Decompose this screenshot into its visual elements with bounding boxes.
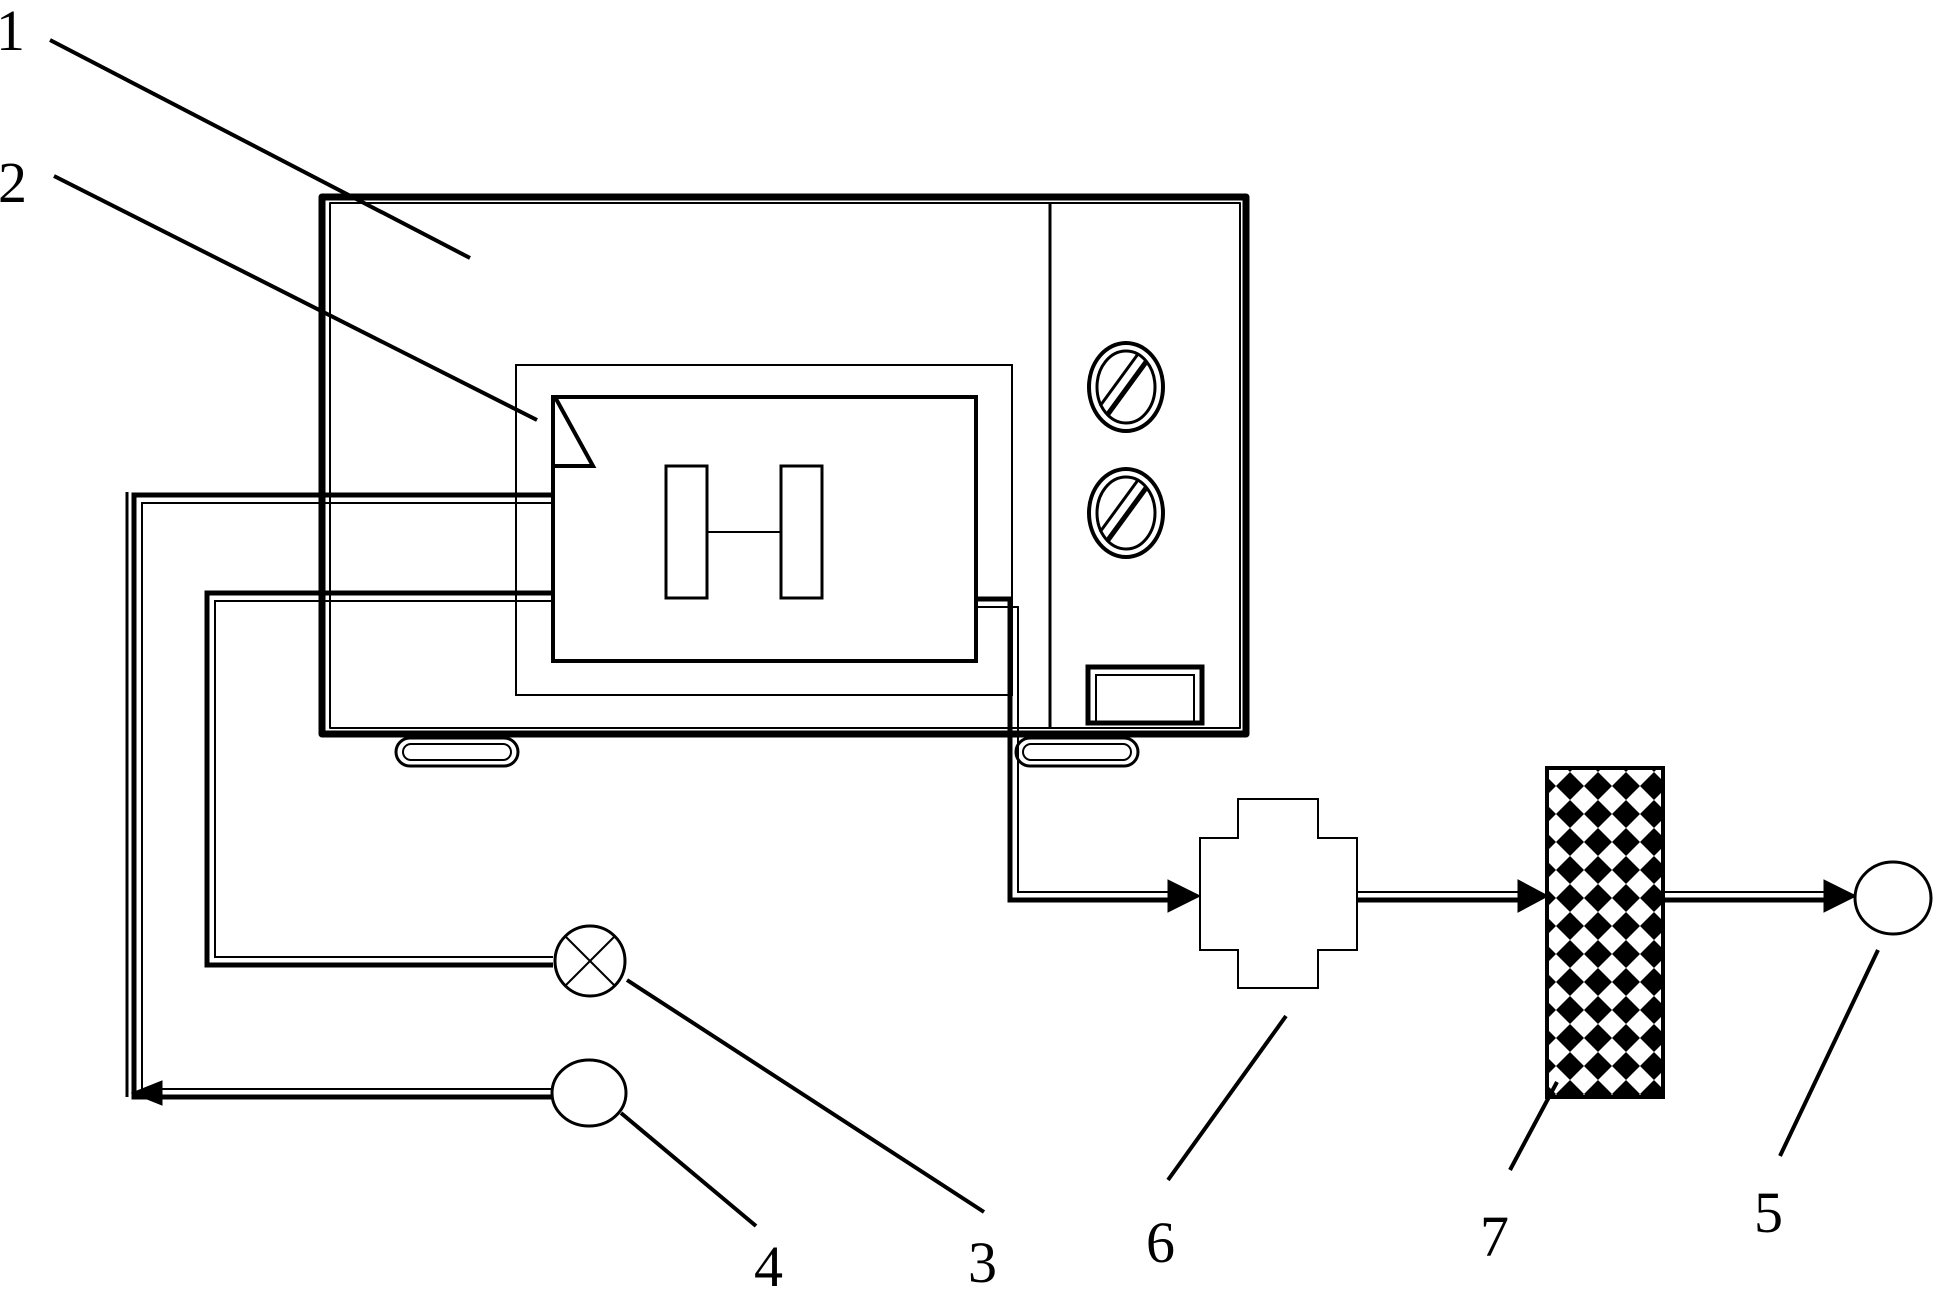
outlet-5 [1853,860,1933,936]
pipe-6-7 [1358,879,1550,913]
leader-7 [1508,1081,1559,1171]
panel-display [1085,664,1205,726]
leader-6 [1166,1014,1288,1182]
vessel-6 [1199,798,1358,989]
leader-lines [49,38,1880,1228]
foot-right [1014,736,1140,768]
valve-3 [553,924,627,998]
leader-1 [49,38,471,260]
pipe-7-5 [1664,879,1858,913]
arrow-to-6 [1167,879,1202,913]
arrow-to-5 [1823,879,1858,913]
housing [318,193,1250,738]
label-1: 1 [0,0,25,63]
leader-2 [53,174,538,422]
arrow-to-7 [1517,879,1550,913]
inner-cavity [515,364,1013,696]
knob-lower [1087,467,1165,559]
foot-left [394,736,520,768]
label-6: 6 [1146,1210,1175,1275]
leader-5 [1778,949,1880,1157]
leader-3 [625,978,986,1214]
h-element [664,464,824,600]
label-3: 3 [968,1230,997,1289]
label-2: 2 [0,150,27,215]
label-7: 7 [1480,1204,1509,1269]
leader-4 [619,1111,758,1228]
valve-pipe [204,590,553,968]
label-4: 4 [754,1234,783,1289]
knob-upper [1087,341,1165,433]
outlet-pipe [976,596,1202,913]
inlet-4 [550,1058,628,1128]
filter-7 [1545,766,1665,1099]
inlet-pipe [125,492,555,1106]
label-5: 5 [1754,1180,1783,1245]
